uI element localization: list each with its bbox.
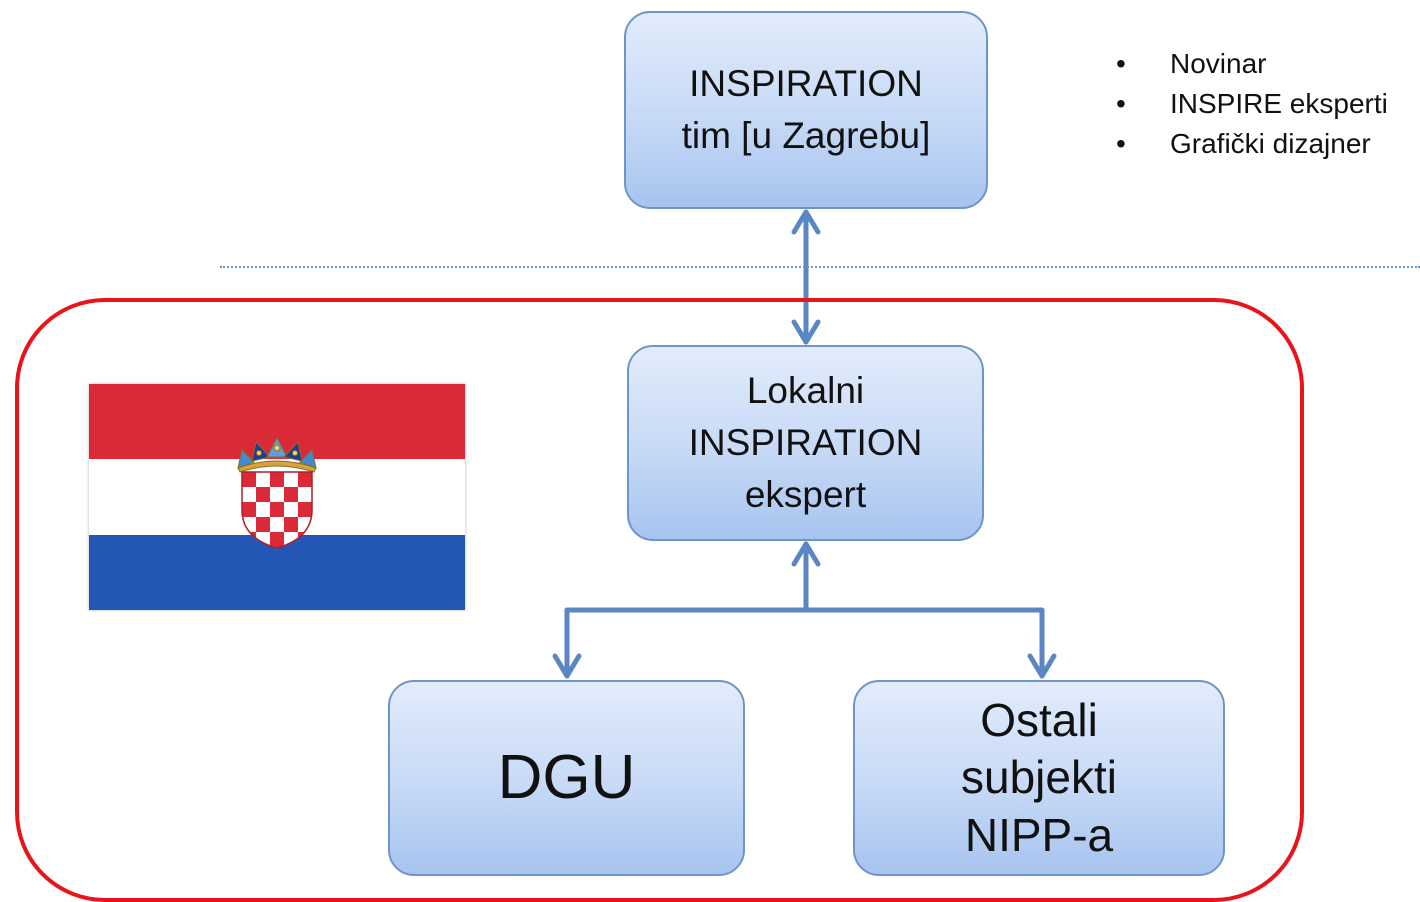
- local-expert-line1: Lokalni: [746, 370, 865, 412]
- coat-crown: [237, 438, 317, 473]
- arrowhead-up-middle: [791, 541, 821, 567]
- local-expert-node: Lokalni INSPIRATION ekspert: [627, 345, 984, 541]
- team-member-label: Grafički dizajner: [1170, 128, 1371, 159]
- local-expert-line3: ekspert: [744, 473, 867, 515]
- coat-checkerboard: [242, 472, 312, 548]
- dgu-label: DGU: [497, 742, 636, 812]
- arrowhead-up-top: [791, 209, 821, 235]
- team-member-label: INSPIRE eksperti: [1170, 88, 1388, 119]
- list-item: • Novinar: [1110, 44, 1388, 84]
- other-subjects-line2: subjekti: [961, 751, 1117, 804]
- bullet-dot-icon: •: [1116, 128, 1126, 159]
- local-expert-line2: INSPIRATION: [688, 422, 923, 464]
- dgu-node: DGU: [388, 680, 745, 876]
- croatian-flag-icon: [89, 384, 465, 610]
- list-item: • INSPIRE eksperti: [1110, 84, 1388, 124]
- arrowhead-down-middle: [791, 319, 821, 345]
- arrowhead-down-dgu: [552, 653, 582, 679]
- inspiration-team-node: INSPIRATION tim [u Zagrebu]: [624, 11, 988, 209]
- other-subjects-line1: Ostali: [980, 693, 1098, 746]
- separator-line: [220, 266, 1420, 268]
- inspiration-team-line2: tim [u Zagrebu]: [681, 115, 931, 156]
- team-members-list: • Novinar • INSPIRE eksperti • Grafički diz…: [1110, 44, 1388, 164]
- inspiration-team-line1: INSPIRATION: [689, 63, 923, 105]
- coat-of-arms-icon: [237, 438, 317, 549]
- bullet-dot-icon: •: [1116, 48, 1126, 79]
- branch-line: [564, 607, 1045, 679]
- bullet-dot-icon: •: [1116, 88, 1126, 119]
- other-subjects-node: Ostali subjekti NIPP-a: [853, 680, 1225, 876]
- other-subjects-line3: NIPP-a: [964, 808, 1114, 861]
- team-member-label: Novinar: [1170, 48, 1267, 79]
- arrowhead-down-others: [1027, 653, 1057, 679]
- list-item: • Grafički dizajner: [1110, 124, 1388, 164]
